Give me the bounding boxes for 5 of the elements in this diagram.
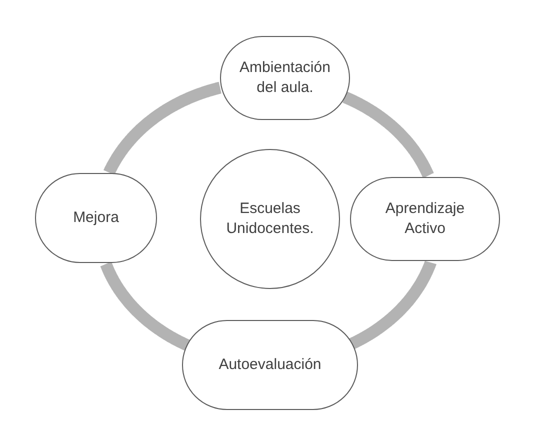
node-label: Escuelas Unidocentes. [225, 199, 315, 239]
node-label: Mejora [73, 208, 119, 228]
node-label: Ambientación del aula. [238, 58, 332, 98]
node-label: Autoevaluación [218, 355, 322, 375]
node-label: Aprendizaje Activo [384, 199, 466, 239]
